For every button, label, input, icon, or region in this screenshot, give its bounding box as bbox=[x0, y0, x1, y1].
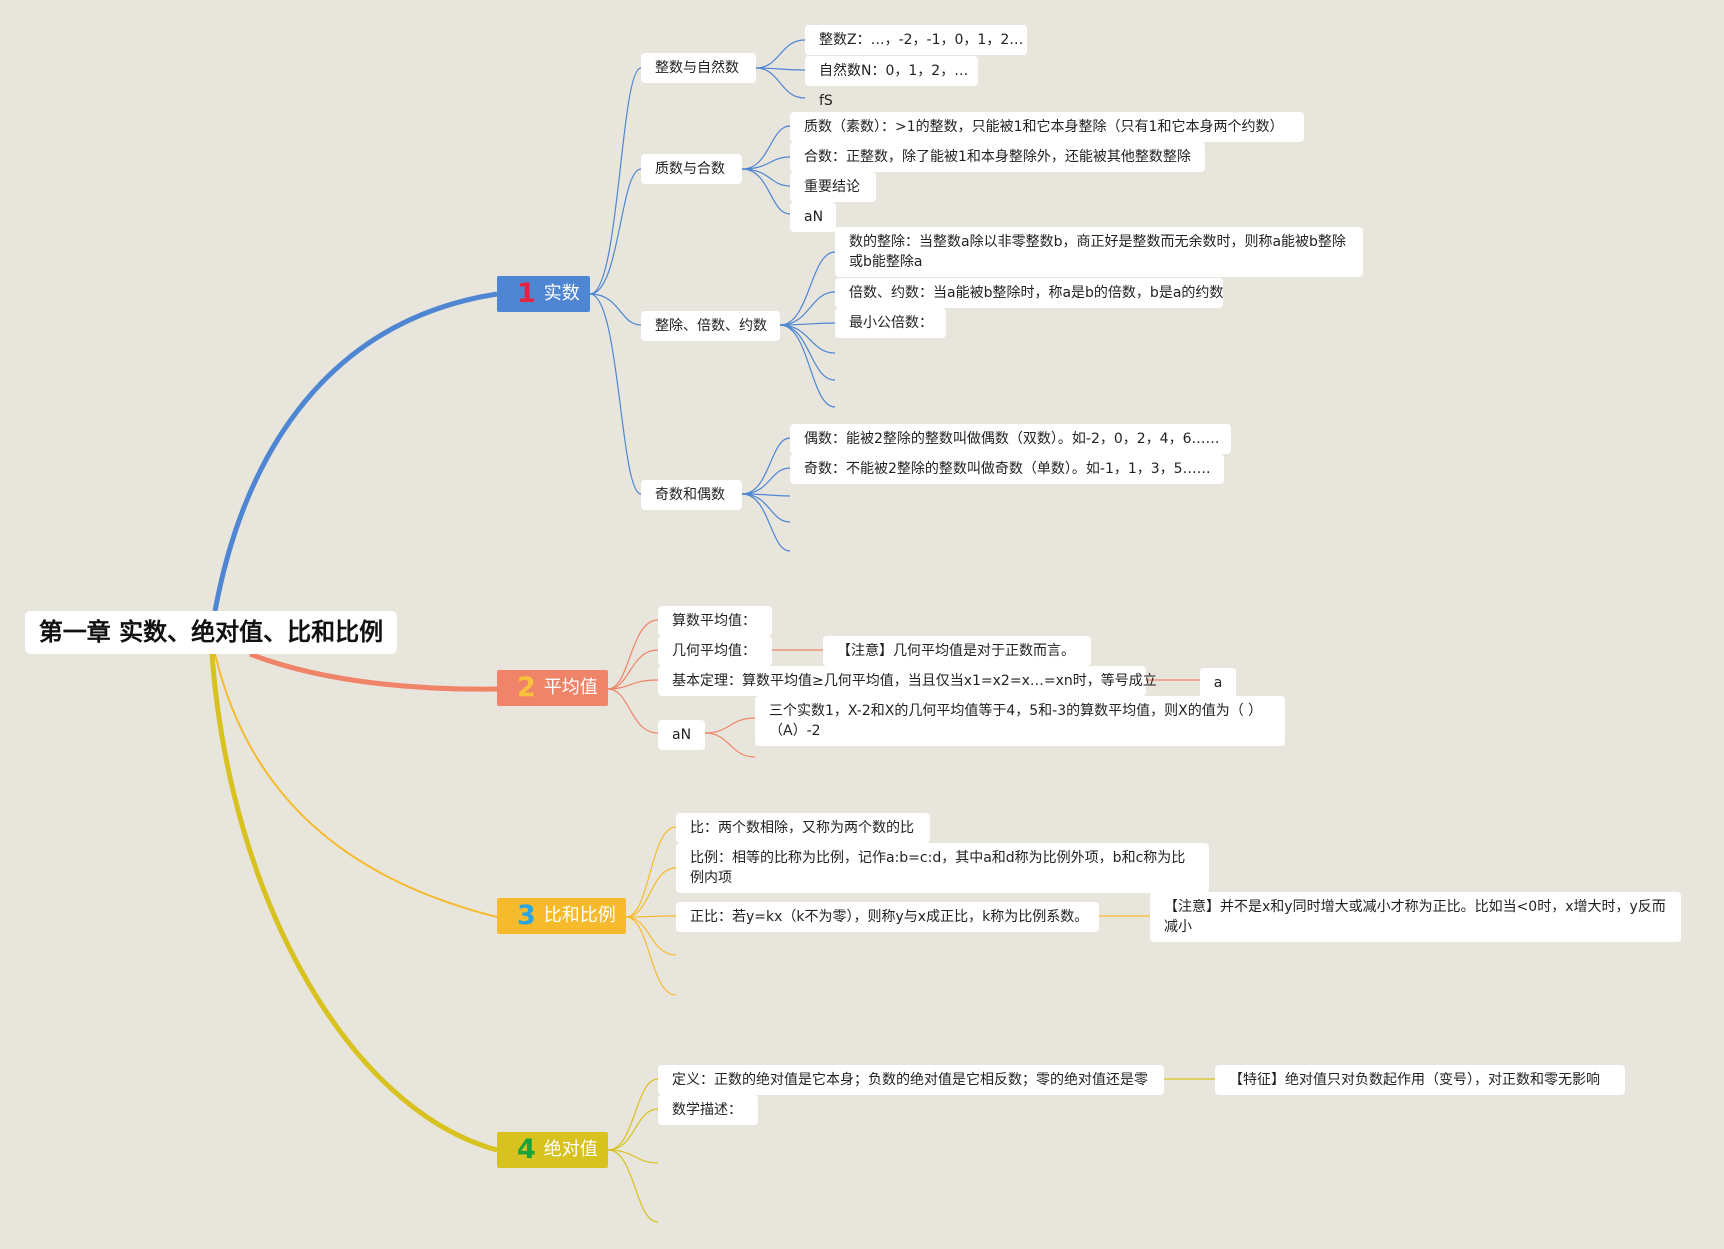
branch-number: 2 bbox=[517, 672, 536, 703]
topic-direct-proportion[interactable]: 正比：若y=kx（k不为零），则称y与x成正比，k称为比例系数。 bbox=[676, 902, 1099, 932]
topic-important-conclusion[interactable]: 重要结论 bbox=[790, 172, 876, 202]
central-topic[interactable]: 第一章 实数、绝对值、比和比例 bbox=[25, 611, 397, 654]
branch-real-numbers[interactable]: 1 实数 bbox=[497, 276, 590, 312]
topic-odd[interactable]: 奇数：不能被2整除的整数叫做奇数（单数）。如-1，1，3，5…… bbox=[790, 454, 1224, 484]
topic-even[interactable]: 偶数：能被2整除的整数叫做偶数（双数）。如-2，0，2，4，6…… bbox=[790, 424, 1231, 454]
topic-geometric-mean[interactable]: 几何平均值： bbox=[658, 636, 772, 666]
topic-primes-composites[interactable]: 质数与合数 bbox=[641, 154, 742, 184]
branch-number: 4 bbox=[517, 1134, 536, 1165]
topic-integers-naturals[interactable]: 整数与自然数 bbox=[641, 53, 756, 83]
topic-an[interactable]: aN bbox=[790, 202, 836, 232]
main-branch-line-4 bbox=[209, 653, 498, 1153]
topic-lcm[interactable]: 最小公倍数： bbox=[835, 308, 946, 338]
topic-integers-z[interactable]: 整数Z：…，-2，-1，0，1，2… bbox=[805, 25, 1027, 55]
topic-a[interactable]: a bbox=[1200, 668, 1236, 698]
topic-basic-theorem[interactable]: 基本定理：算数平均值≥几何平均值，当且仅当x1=x2=x…=xn时，等号成立 bbox=[658, 666, 1157, 696]
main-branch-line-2 bbox=[249, 651, 498, 692]
note-direct-proportion[interactable]: 【注意】并不是x和y同时增大或减小才称为正比。比如当<0时，x增大时，y反而减小 bbox=[1150, 892, 1681, 942]
topic-multiple-divisor[interactable]: 倍数、约数：当a能被b整除时，称a是b的倍数，b是a的约数 bbox=[835, 278, 1223, 308]
topic-naturals-n[interactable]: 自然数N：0，1，2，… bbox=[805, 56, 978, 86]
branch-number: 3 bbox=[517, 900, 536, 931]
branch-average[interactable]: 2 平均值 bbox=[497, 670, 608, 706]
branch-label: 实数 bbox=[543, 283, 580, 304]
topic-arithmetic-mean[interactable]: 算数平均值： bbox=[658, 606, 772, 636]
topic-an-average[interactable]: aN bbox=[658, 720, 705, 750]
topic-proportion[interactable]: 比例：相等的比称为比例，记作a:b=c:d，其中a和d称为比例外项，b和c称为比… bbox=[676, 843, 1209, 893]
branch-absolute-value[interactable]: 4 绝对值 bbox=[497, 1132, 608, 1168]
topic-example-problem[interactable]: 三个实数1，X-2和X的几何平均值等于4，5和-3的算数平均值，则X的值为（ ）… bbox=[755, 696, 1285, 746]
branch-label: 平均值 bbox=[543, 677, 598, 698]
branch-ratio[interactable]: 3 比和比例 bbox=[497, 898, 626, 934]
topic-fs[interactable]: fS bbox=[819, 93, 833, 109]
branch-number: 1 bbox=[517, 278, 536, 309]
branch-label: 绝对值 bbox=[543, 1139, 598, 1160]
topic-definition[interactable]: 定义：正数的绝对值是它本身；负数的绝对值是它相反数；零的绝对值还是零 bbox=[658, 1065, 1164, 1095]
note-feature[interactable]: 【特征】绝对值只对负数起作用（变号），对正数和零无影响 bbox=[1215, 1065, 1625, 1095]
main-branch-line-3 bbox=[214, 653, 498, 918]
topic-prime[interactable]: 质数（素数）：>1的整数，只能被1和它本身整除（只有1和它本身两个约数） bbox=[790, 112, 1304, 142]
topic-math-description[interactable]: 数学描述： bbox=[658, 1095, 758, 1125]
topic-odd-even[interactable]: 奇数和偶数 bbox=[641, 480, 742, 510]
topic-ratio[interactable]: 比：两个数相除，又称为两个数的比 bbox=[676, 813, 930, 843]
topic-divisibility[interactable]: 整除、倍数、约数 bbox=[641, 311, 780, 341]
note-geometric-mean[interactable]: 【注意】几何平均值是对于正数而言。 bbox=[823, 636, 1091, 666]
branch-label: 比和比例 bbox=[543, 905, 616, 926]
main-branch-line-1 bbox=[212, 291, 498, 612]
topic-composite[interactable]: 合数：正整数，除了能被1和本身整除外，还能被其他整数整除 bbox=[790, 142, 1205, 172]
topic-divisibility-definition[interactable]: 数的整除：当整数a除以非零整数b，商正好是整数而无余数时，则称a能被b整除或b能… bbox=[835, 227, 1363, 277]
